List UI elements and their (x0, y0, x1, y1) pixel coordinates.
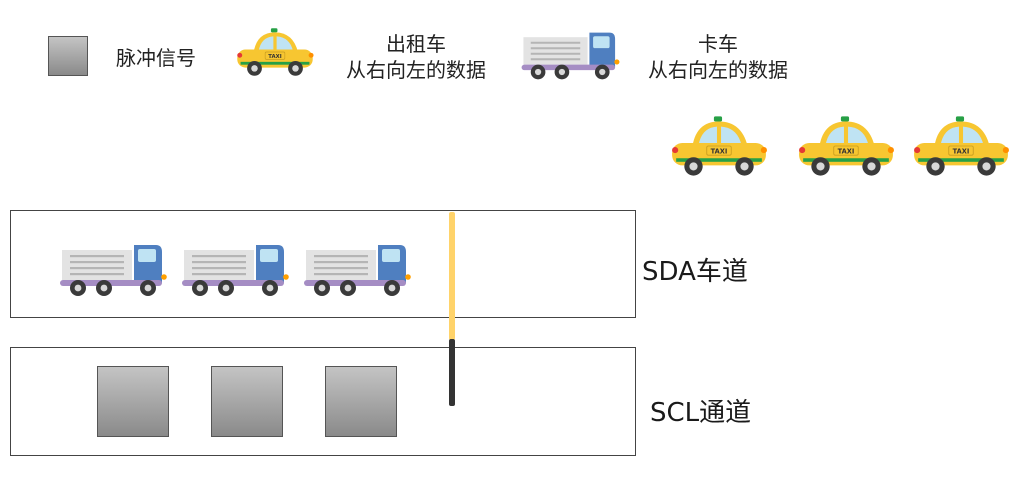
legend-taxi-label: 出租车 从右向左的数据 (336, 31, 496, 83)
legend-pulse-icon (48, 36, 88, 76)
sda-truck-icon (304, 240, 414, 300)
scl-lane-label: SCL通道 (650, 398, 752, 428)
scl-pulse (211, 366, 283, 437)
sda-lane-label: SDA车道 (642, 257, 748, 287)
legend-taxi-label-line2: 从右向左的数据 (346, 58, 486, 82)
incoming-taxi-icon (668, 115, 770, 177)
sda-truck-icon (182, 240, 292, 300)
sda-truck-icon (60, 240, 170, 300)
legend-truck-label: 卡车 从右向左的数据 (638, 31, 798, 83)
legend-taxi-label-line1: 出租车 (386, 32, 446, 56)
scl-pulse (325, 366, 397, 437)
legend-truck-label-line1: 卡车 (698, 32, 738, 56)
legend-truck-label-line2: 从右向左的数据 (648, 58, 788, 82)
scl-pulse (97, 366, 169, 437)
incoming-taxi-icon (795, 115, 897, 177)
gate-pole-bottom (449, 339, 455, 406)
gate-pole-top (449, 212, 455, 340)
incoming-taxi-icon (910, 115, 1012, 177)
legend-pulse-label: 脉冲信号 (116, 46, 196, 70)
legend-taxi-icon (234, 27, 316, 77)
legend-truck-icon (516, 28, 628, 83)
